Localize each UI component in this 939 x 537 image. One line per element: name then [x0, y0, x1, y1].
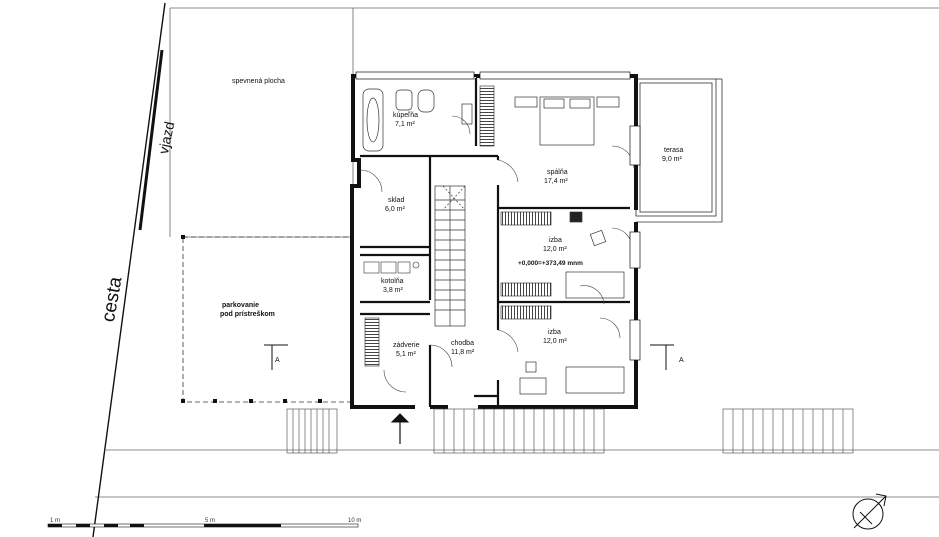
room-name-room1: izba: [549, 237, 562, 244]
room-area-corridor: 11,8 m²: [451, 349, 475, 356]
room-name-room2: izba: [548, 329, 561, 336]
room-area-terrace: 9,0 m²: [662, 156, 682, 163]
deck-strips: [286, 408, 854, 454]
room-name-storage: sklad: [388, 197, 405, 204]
room-name-vestibule: zádverie: [393, 342, 420, 349]
carport-outline: [181, 235, 354, 403]
site-lines: [95, 7, 939, 498]
road-edge: [92, 2, 166, 537]
bed: [514, 96, 620, 146]
scale-label-end: 10 m: [348, 518, 362, 524]
interior-walls: [360, 78, 630, 407]
room-name-terrace: terasa: [664, 147, 684, 154]
section-mark-left: [264, 344, 288, 370]
section-label-right: A: [679, 357, 684, 364]
scale-bar: [47, 523, 359, 528]
room-area-storage: 6,0 m²: [385, 206, 405, 213]
stair: [434, 185, 466, 327]
scale-label-mid: 5 m: [205, 518, 216, 524]
room-area-bedroom: 17,4 m²: [544, 178, 568, 185]
windows: [355, 71, 641, 361]
paved-area-label: spevnená plocha: [232, 78, 285, 85]
room-area-room2: 12,0 m²: [543, 338, 567, 345]
room-name-bathroom: kúpeľňa: [393, 112, 419, 119]
section-mark-right: [650, 344, 674, 370]
carport-label-line2: pod prístreškom: [220, 311, 275, 318]
bathroom-fixtures: [362, 88, 473, 152]
room-name-boiler: kotolňa: [381, 278, 404, 285]
carport-label-line1: parkovanie: [222, 302, 259, 309]
room-area-boiler: 3,8 m²: [383, 287, 403, 294]
scale-label-start: 1 m: [50, 518, 61, 524]
section-label-left: A: [275, 357, 280, 364]
north-arrow-icon: [852, 493, 887, 530]
boiler-appliances: [363, 261, 420, 274]
room-area-room1: 12,0 m²: [543, 246, 567, 253]
room-area-vestibule: 5,1 m²: [396, 351, 416, 358]
room-area-bathroom: 7,1 m²: [395, 121, 415, 128]
wardrobes: [364, 85, 552, 367]
level-mark: +0,000=+373,49 mnm: [518, 260, 583, 267]
room-name-bedroom: spálňa: [547, 169, 568, 176]
entrance-arrow-icon: [390, 413, 410, 444]
room-name-corridor: chodba: [451, 340, 474, 347]
room-furniture: [519, 211, 625, 395]
door-swings: [359, 115, 635, 393]
